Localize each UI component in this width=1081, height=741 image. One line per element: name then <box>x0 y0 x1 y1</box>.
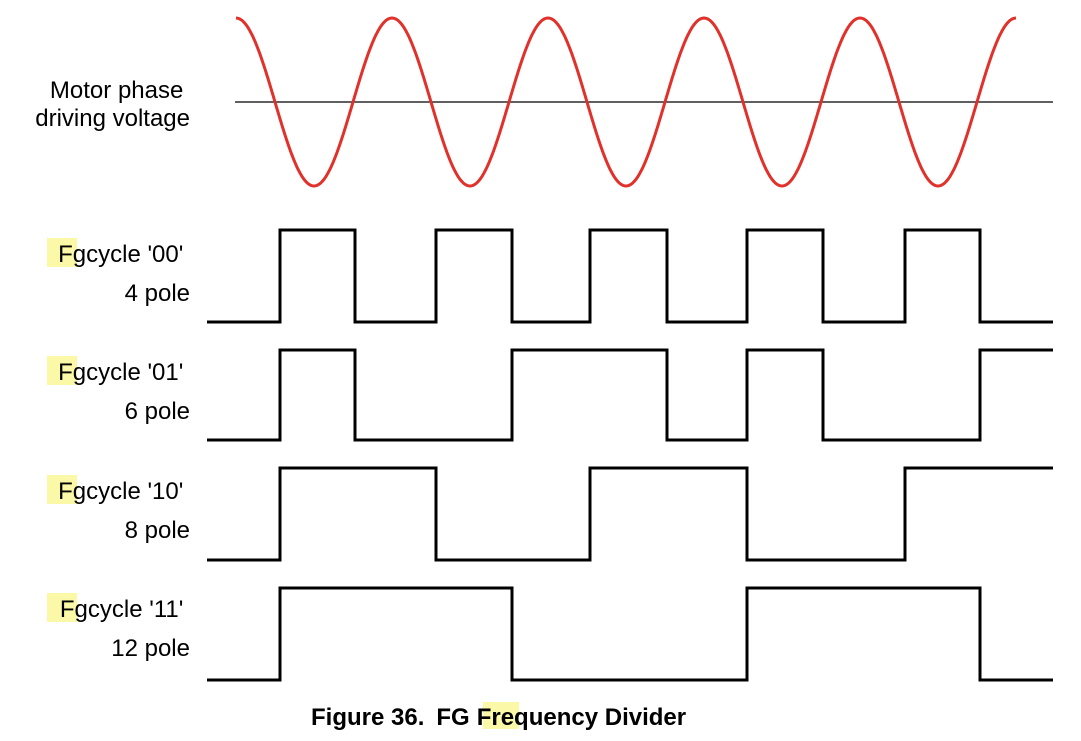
square-wave <box>207 348 1053 442</box>
signal-label: Fgcycle '00' 4 pole <box>58 241 190 307</box>
caption-suffix: Frequency Divider <box>477 704 686 731</box>
sine-section: Motor phase driving voltage <box>35 16 1053 188</box>
fg-prefix: Fg <box>58 359 86 386</box>
fg-prefix: Fg <box>58 478 86 505</box>
figure-caption: Figure 36. FG Frequency Divider <box>311 702 686 731</box>
square-wave <box>207 466 1053 562</box>
caption-highlight <box>483 702 519 729</box>
signal-label: Fgcycle '10' 8 pole <box>58 478 190 544</box>
signal-poles: 8 pole <box>125 517 190 544</box>
sine-label-line-2: driving voltage <box>35 105 190 132</box>
signal-poles: 12 pole <box>111 635 190 662</box>
signal-code: cycle '10' <box>86 478 183 505</box>
signal-code: cycle '00' <box>86 241 183 268</box>
square-wave <box>207 228 1053 324</box>
fg-highlight <box>47 356 77 385</box>
signal-fgcycle-00: Fgcycle '00' 4 pole <box>47 228 1053 324</box>
signal-fgcycle-11: Fgcycle '11' 12 pole <box>47 586 1053 682</box>
sine-label-line-1: Motor phase <box>50 77 183 104</box>
sine-wave <box>235 16 1017 188</box>
caption-highlight-word: FG <box>436 704 469 731</box>
signal-fgcycle-10: Fgcycle '10' 8 pole <box>47 466 1053 562</box>
signal-fgcycle-01: Fgcycle '01' 6 pole <box>47 348 1053 442</box>
fg-highlight <box>47 593 77 622</box>
square-wave <box>207 586 1053 682</box>
caption-text: Figure 36. FG Frequency Divider <box>311 704 686 731</box>
signal-label: Fgcycle '01' 6 pole <box>58 359 190 425</box>
fg-highlight <box>47 475 77 504</box>
signal-label: Fgcycle '11' 12 pole <box>60 596 190 662</box>
signal-poles: 4 pole <box>125 280 190 307</box>
signal-poles: 6 pole <box>125 398 190 425</box>
caption-prefix: Figure 36. <box>311 704 424 731</box>
fg-prefix: Fg <box>60 596 88 623</box>
signal-code: cycle '01' <box>86 359 183 386</box>
signal-code: cycle '11' <box>88 596 183 623</box>
fg-highlight <box>47 238 77 267</box>
sine-label: Motor phase driving voltage <box>35 77 190 132</box>
fg-prefix: Fg <box>58 241 86 268</box>
